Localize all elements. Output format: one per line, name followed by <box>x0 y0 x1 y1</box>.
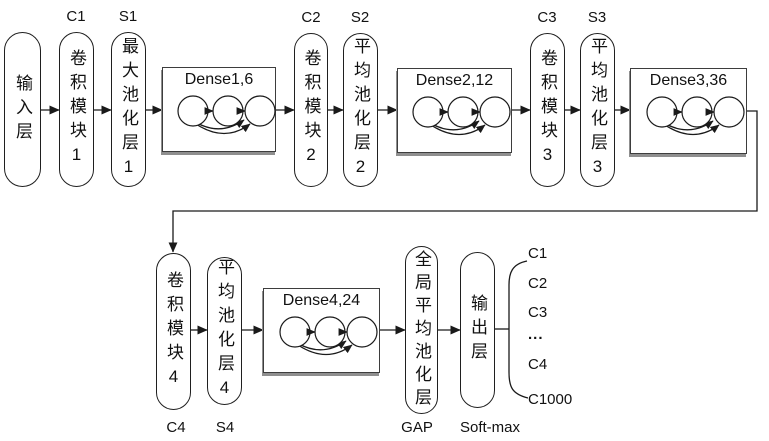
dense-block-1: Dense1,6 <box>162 67 276 152</box>
node-conv-module-3: 卷积模块3 <box>530 33 565 187</box>
dense-block-1-label: Dense1,6 <box>184 71 254 88</box>
output-class-c3: C3 <box>528 304 548 321</box>
node-label: 输出层 <box>468 294 487 366</box>
node-conv-module-4: 卷积模块4 <box>156 253 191 410</box>
node-label: 平均池化层4 <box>215 258 234 404</box>
arrow-dense3-to-conv4-wrap <box>168 110 758 253</box>
node-label: 卷积模块2 <box>301 49 321 171</box>
tag-s2: S2 <box>350 9 370 26</box>
output-class-ellipsis: ... <box>528 326 544 343</box>
node-label: 卷积模块4 <box>164 270 183 393</box>
node-avg-pooling-3: 平均池化层3 <box>580 33 615 187</box>
node-label: 全局平均池化层 <box>412 249 431 411</box>
tag-gap: GAP <box>401 419 433 436</box>
node-conv-module-1: 卷积模块1 <box>59 32 94 187</box>
node-label: 卷积模块3 <box>538 49 557 171</box>
node-max-pooling-1: 最大池化层1 <box>111 32 146 187</box>
tag-s3: S3 <box>587 9 607 26</box>
node-label: 最大池化层1 <box>119 36 138 183</box>
dense-units-icon <box>278 316 378 356</box>
node-label: 平均池化层3 <box>588 37 607 183</box>
node-label: 平均池化层2 <box>351 37 370 183</box>
tag-c3: C3 <box>537 9 557 26</box>
dense-units-icon <box>412 96 511 136</box>
node-avg-pooling-2: 平均池化层2 <box>343 33 378 187</box>
output-class-c4: C4 <box>528 356 548 373</box>
node-input-layer: 输入层 <box>4 32 41 187</box>
tag-softmax: Soft-max <box>459 419 520 436</box>
tag-c1: C1 <box>66 8 86 25</box>
tag-c2: C2 <box>301 9 321 26</box>
node-label: 输入层 <box>13 73 32 146</box>
output-brace <box>508 260 529 399</box>
node-label: 卷积模块1 <box>67 48 86 171</box>
output-class-c2: C2 <box>528 275 548 292</box>
node-global-avg-pooling: 全局平均池化层 <box>405 246 438 414</box>
tag-c4: C4 <box>166 419 186 436</box>
dense-block-2-label: Dense2,12 <box>415 72 494 89</box>
dense-block-2: Dense2,12 <box>397 68 512 153</box>
dense-block-4: Dense4,24 <box>263 288 380 373</box>
output-class-c1: C1 <box>528 245 548 262</box>
dense-units-icon <box>645 96 745 136</box>
output-class-c1000: C1000 <box>528 391 573 408</box>
node-output-layer: 输出层 <box>460 252 495 408</box>
tag-s4: S4 <box>215 419 235 436</box>
dense-units-icon <box>177 95 276 135</box>
dense-block-4-label: Dense4,24 <box>282 292 361 309</box>
node-avg-pooling-4: 平均池化层4 <box>207 257 242 405</box>
tag-s1: S1 <box>118 8 138 25</box>
node-conv-module-2: 卷积模块2 <box>294 33 328 187</box>
dense-block-3: Dense3,36 <box>630 68 747 154</box>
dense-block-3-label: Dense3,36 <box>649 72 728 89</box>
